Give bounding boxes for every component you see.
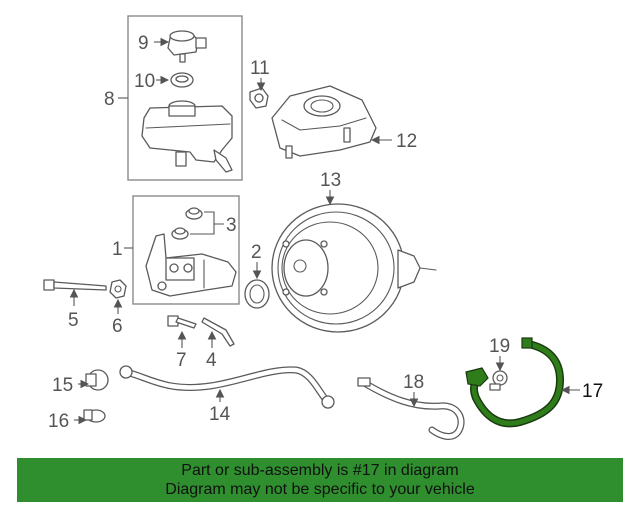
callout-3: 3 — [226, 215, 237, 236]
part-18-hose — [357, 377, 465, 440]
part-13-brake-booster — [271, 203, 437, 333]
callout-18: 18 — [403, 372, 424, 393]
part-4-pipe — [201, 317, 235, 347]
info-banner: Part or sub-assembly is #17 in diagram D… — [17, 458, 623, 502]
part-5-bolt — [43, 279, 107, 291]
part-8-reservoir — [141, 100, 233, 173]
callout-9: 9 — [138, 33, 149, 54]
part-19-clamp — [489, 370, 508, 391]
callout-16: 16 — [48, 411, 69, 432]
callout-7: 7 — [176, 350, 187, 371]
part-9-reservoir-cap-sensor — [167, 30, 207, 63]
callout-17: 17 — [582, 381, 603, 402]
callout-14: 14 — [209, 404, 231, 425]
part-2-seal — [244, 279, 270, 309]
part-16-clamp — [83, 409, 106, 423]
callout-12: 12 — [396, 131, 417, 152]
part-7-bolt — [167, 315, 197, 329]
callout-11: 11 — [250, 58, 270, 79]
master-cylinder-group-box — [132, 195, 240, 305]
callout-5: 5 — [68, 310, 79, 331]
callout-19: 19 — [489, 336, 510, 357]
part-6-nut — [109, 279, 127, 299]
callout-6: 6 — [112, 316, 123, 337]
part-15-check-valve — [85, 369, 109, 391]
callout-4: 4 — [206, 350, 217, 371]
part-14-vacuum-line — [119, 365, 335, 409]
part-3-grommets — [171, 207, 203, 240]
part-17-vacuum-hose-highlighted — [465, 337, 565, 428]
callout-1: 1 — [112, 239, 123, 260]
part-1-master-cylinder — [145, 233, 237, 297]
banner-line-2: Diagram may not be specific to your vehi… — [165, 481, 475, 498]
part-11-fitting — [249, 87, 269, 109]
part-12-cover — [271, 85, 377, 159]
part-10-seal-ring — [170, 72, 194, 88]
callout-8: 8 — [104, 89, 115, 110]
callout-10: 10 — [134, 71, 155, 92]
callout-13: 13 — [320, 170, 341, 191]
leader-lines — [69, 37, 580, 425]
callout-2: 2 — [251, 242, 262, 263]
banner-line-1: Part or sub-assembly is #17 in diagram — [181, 462, 459, 479]
callout-15: 15 — [52, 375, 73, 396]
